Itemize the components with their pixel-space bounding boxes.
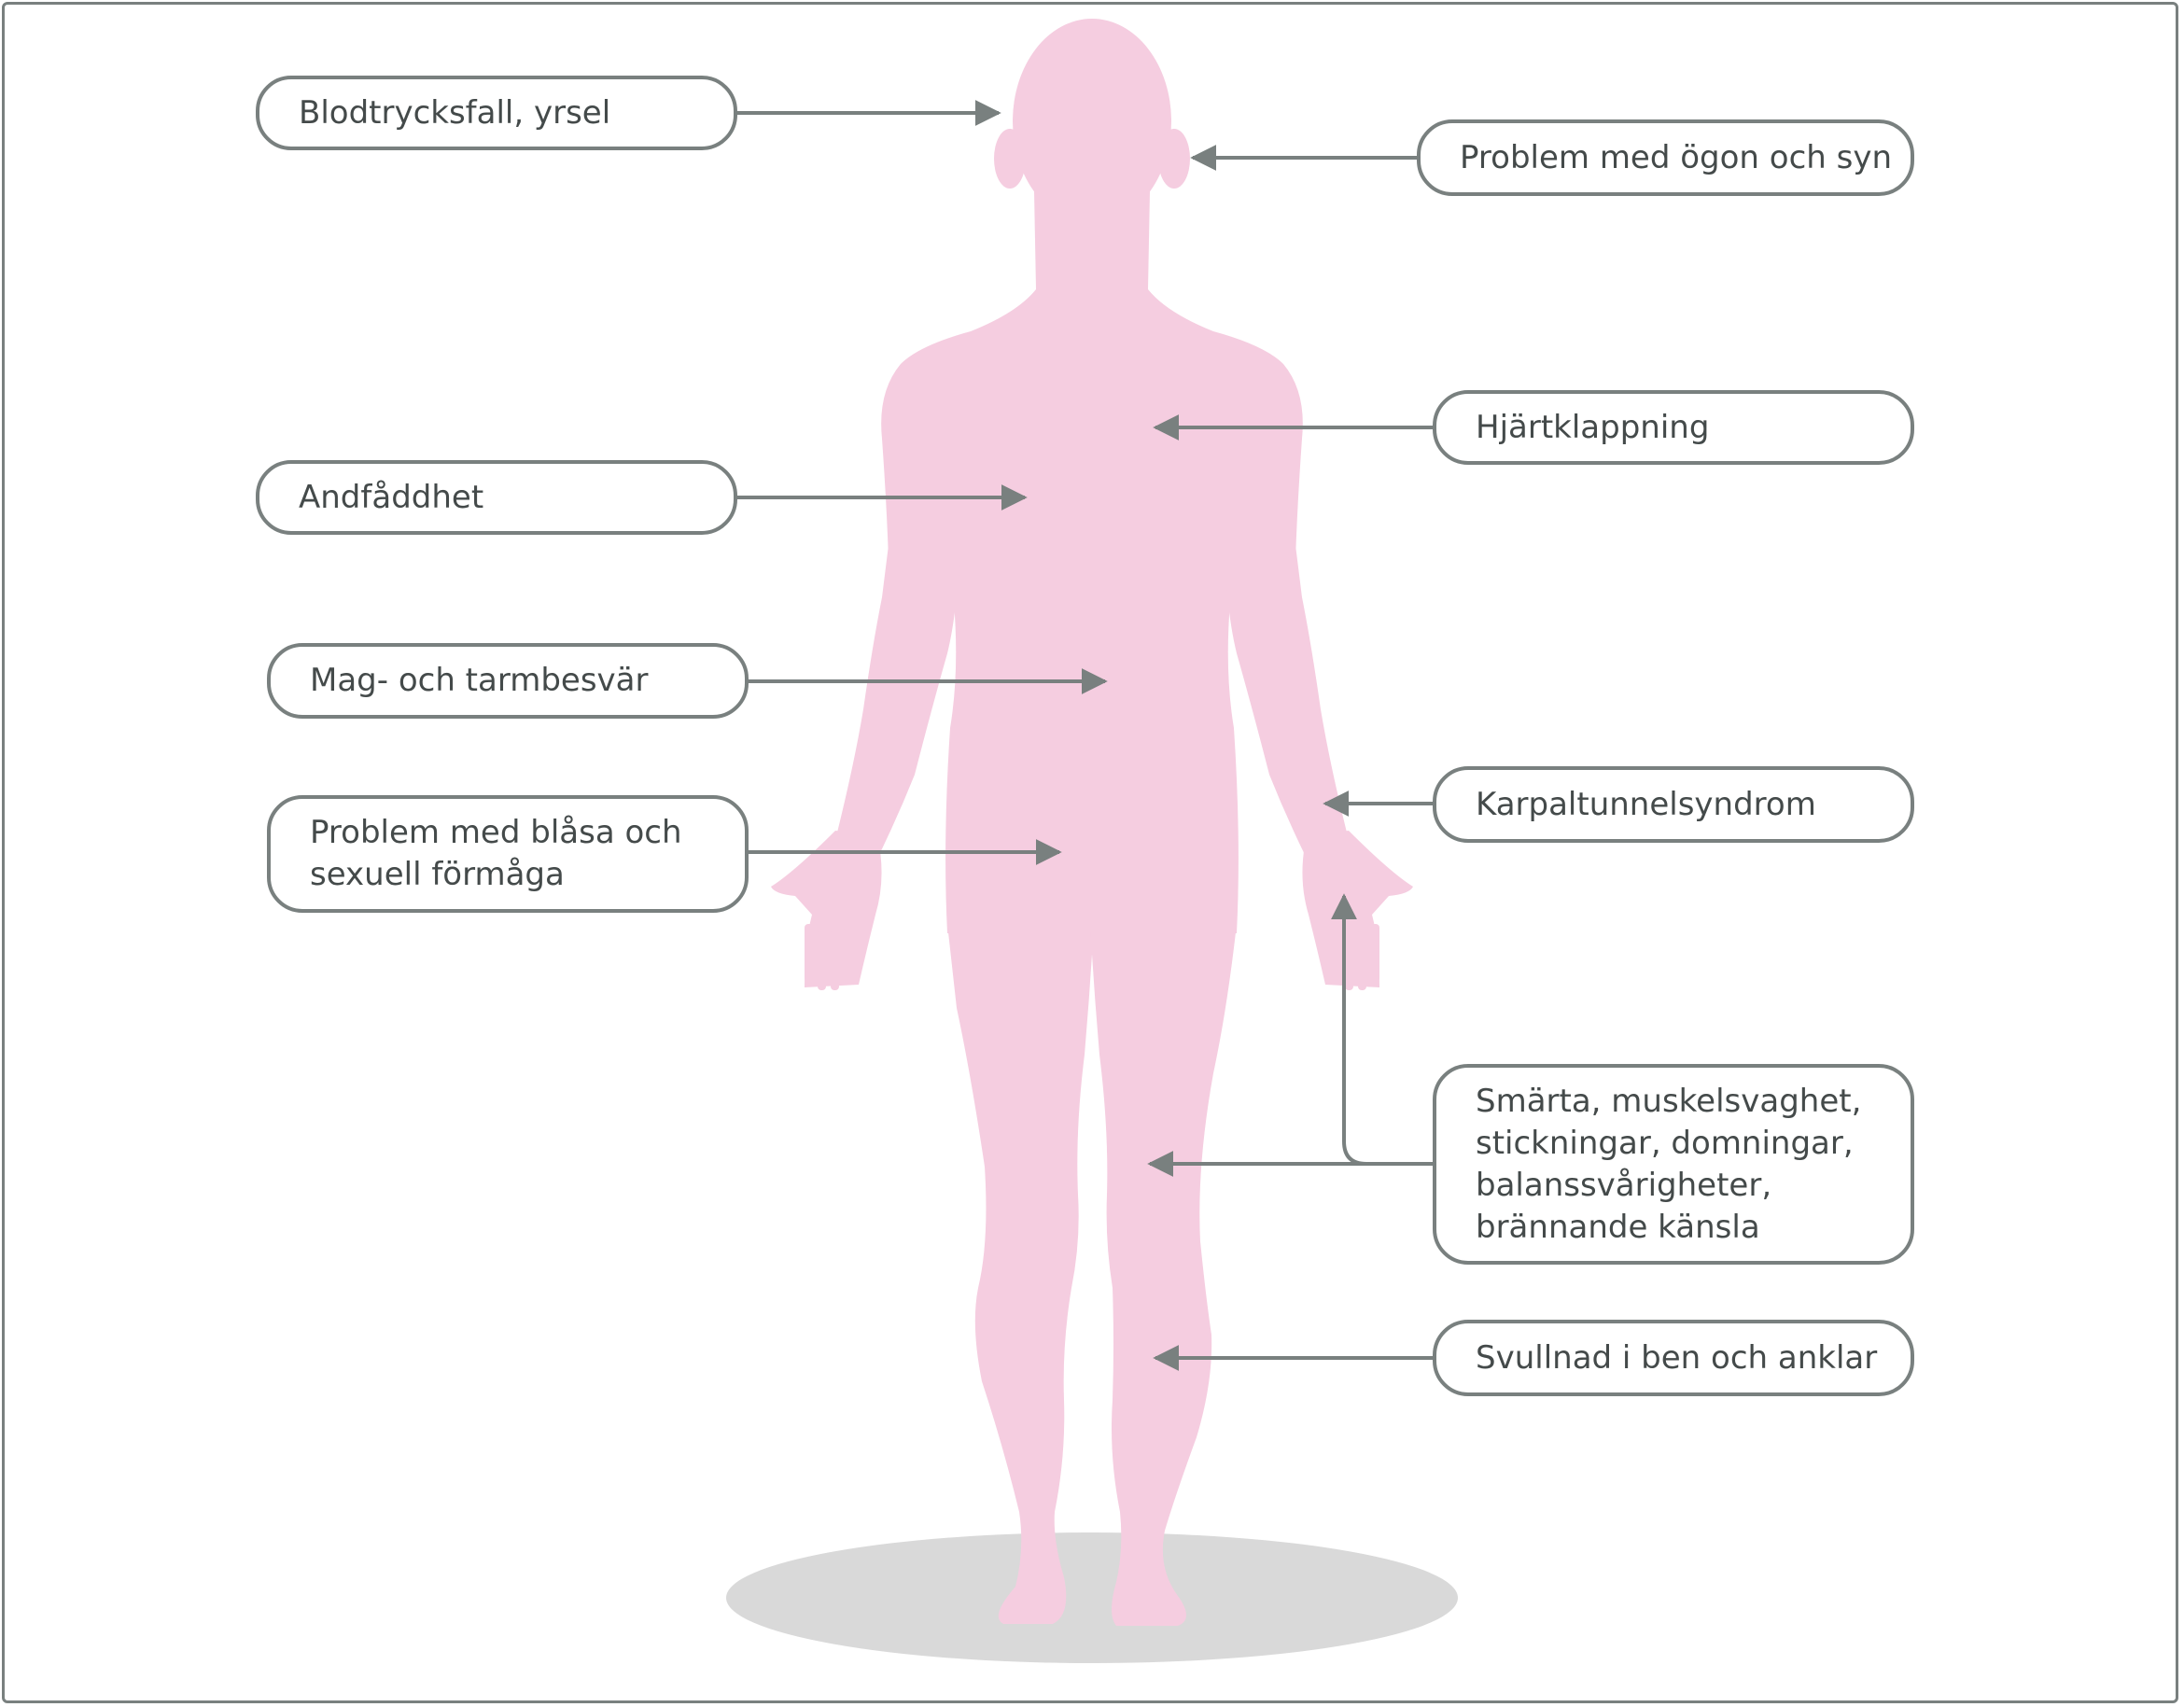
- label-heart: Hjärtklappning: [1433, 390, 1914, 465]
- label-nerve: Smärta, muskelsvaghet, stickningar, domn…: [1433, 1064, 1914, 1265]
- floor-shadow: [726, 1532, 1458, 1663]
- label-eyes: Problem med ögon och syn: [1417, 119, 1914, 196]
- label-stomach: Mag- och tarmbesvär: [267, 643, 749, 719]
- label-carpal: Karpaltunnelsyndrom: [1433, 766, 1914, 843]
- arrow-nerve-hand: [1331, 893, 1435, 1166]
- label-swelling: Svullnad i ben och anklar: [1433, 1320, 1914, 1396]
- connector-lines: [735, 100, 1435, 1371]
- human-silhouette: [771, 19, 1413, 1626]
- label-dizziness: Blodtrycksfall, yrsel: [256, 76, 737, 150]
- label-bladder: Problem med blåsa och sexuell förmåga: [267, 795, 749, 913]
- label-breath: Andfåddhet: [256, 460, 737, 535]
